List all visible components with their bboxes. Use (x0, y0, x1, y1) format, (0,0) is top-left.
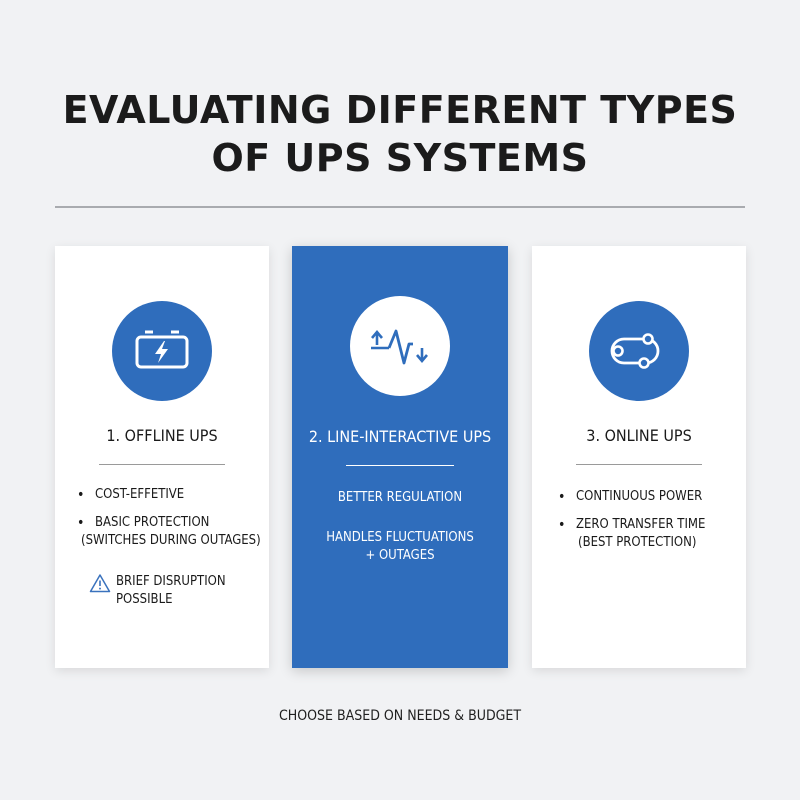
page-title-line-1: EVALUATING DIFFERENT TYPES (62, 88, 738, 132)
list-item-text: COST-EFFETIVE (95, 487, 185, 502)
voltage-regulation-icon (350, 296, 450, 396)
page-title-line-2: OF UPS SYSTEMS (211, 136, 589, 180)
warning-text-line: POSSIBLE (116, 592, 173, 607)
title-divider (55, 206, 745, 208)
card-heading: 2. LINE-INTERACTIVE UPS (308, 427, 492, 446)
list-item-text: BASIC PROTECTION (95, 515, 210, 530)
card-offline-ups: 1. OFFLINE UPS COST-EFFETIVE BASIC PROTE… (55, 246, 269, 668)
card-divider (576, 464, 702, 465)
card-heading: 3. ONLINE UPS (586, 426, 692, 445)
list-item-text: HANDLES FLUCTUATIONS (326, 530, 474, 545)
list-item-text: ZERO TRANSFER TIME (576, 517, 706, 532)
warning-icon (89, 574, 111, 593)
list-item-text: BETTER REGULATION (337, 490, 463, 505)
card-online-ups: 3. ONLINE UPS CONTINUOUS POWER ZERO TRAN… (532, 246, 746, 668)
list-item: BASIC PROTECTION (SWITCHES DURING OUTAGE… (77, 514, 269, 550)
card-line-interactive-ups: 2. LINE-INTERACTIVE UPS BETTER REGULATIO… (292, 246, 508, 668)
continuous-loop-icon (589, 301, 689, 401)
warning-note: BRIEF DISRUPTION POSSIBLE (89, 573, 226, 609)
page-title: EVALUATING DIFFERENT TYPES OF UPS SYSTEM… (0, 86, 800, 182)
list-item-text: + OUTAGES (365, 548, 435, 563)
feature-list: COST-EFFETIVE BASIC PROTECTION (SWITCHES… (55, 486, 269, 560)
card-heading: 1. OFFLINE UPS (106, 426, 218, 445)
list-item-text: (BEST PROTECTION) (578, 535, 697, 550)
list-item: CONTINUOUS POWER (558, 488, 746, 506)
card-divider (346, 465, 454, 466)
feature-list: BETTER REGULATION HANDLES FLUCTUATIONS +… (292, 489, 508, 587)
list-item-text: (SWITCHES DURING OUTAGES) (81, 533, 261, 548)
list-item: COST-EFFETIVE (77, 486, 269, 504)
card-divider (99, 464, 225, 465)
feature-list: CONTINUOUS POWER ZERO TRANSFER TIME (BES… (532, 488, 746, 562)
warning-text: BRIEF DISRUPTION POSSIBLE (116, 573, 226, 609)
list-item-text: CONTINUOUS POWER (576, 489, 703, 504)
list-item: BETTER REGULATION (292, 489, 508, 507)
list-item: HANDLES FLUCTUATIONS + OUTAGES (292, 529, 508, 565)
footer-note: CHOOSE BASED ON NEEDS & BUDGET (278, 708, 522, 724)
list-item: ZERO TRANSFER TIME (BEST PROTECTION) (558, 516, 746, 552)
warning-text-line: BRIEF DISRUPTION (116, 574, 226, 589)
battery-bolt-icon (112, 301, 212, 401)
